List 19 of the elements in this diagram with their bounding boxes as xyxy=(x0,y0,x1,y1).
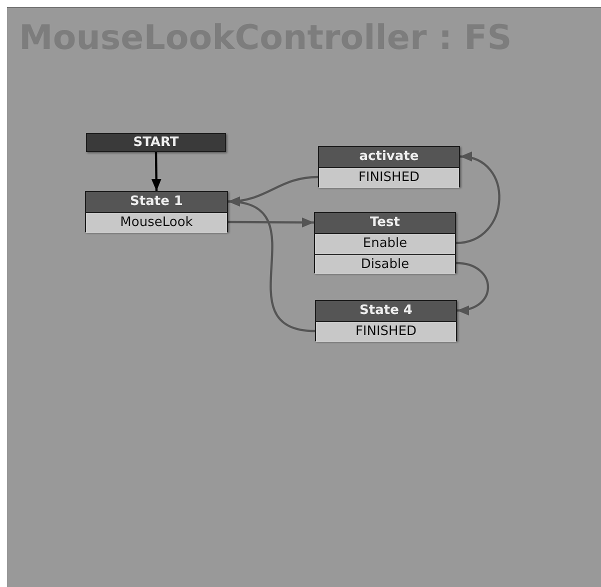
event-row: Disable xyxy=(315,254,455,274)
state-title: State 1 xyxy=(86,192,227,213)
state-title: State 4 xyxy=(316,301,456,322)
state-box xyxy=(85,191,228,232)
state-box xyxy=(314,212,456,273)
event-row: FINISHED xyxy=(319,168,459,188)
event-row: MouseLook xyxy=(86,213,227,233)
state-box xyxy=(318,146,460,187)
arrow xyxy=(228,198,316,332)
event-row: Enable xyxy=(315,234,455,254)
arrow xyxy=(456,153,500,244)
event-row: FINISHED xyxy=(316,322,456,342)
state-title: Test xyxy=(315,213,455,234)
state-box xyxy=(315,300,457,341)
start-box: START xyxy=(86,133,226,152)
arrow xyxy=(151,152,162,192)
arrow xyxy=(228,217,314,228)
state-title: activate xyxy=(319,147,459,168)
arrow xyxy=(456,262,490,314)
